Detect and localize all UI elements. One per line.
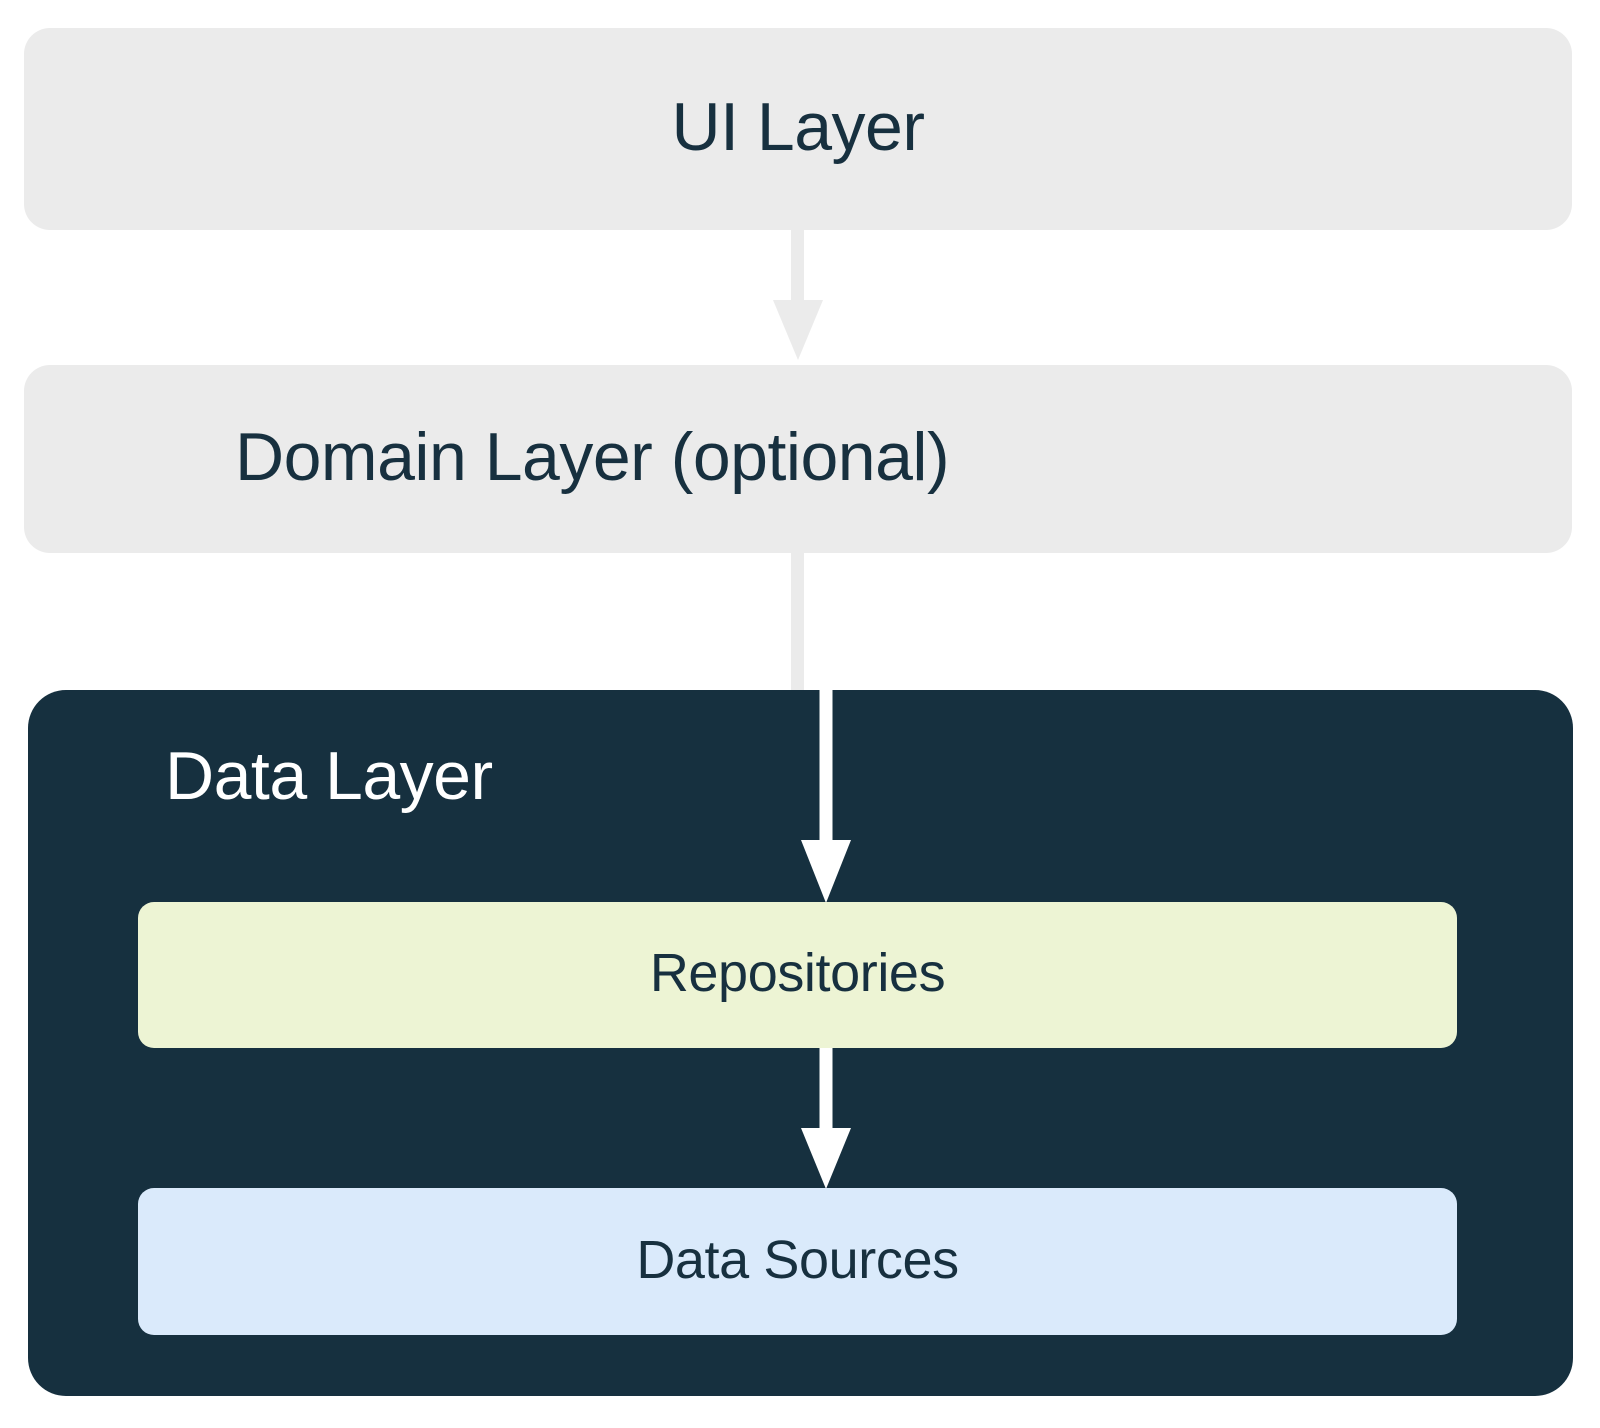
arrow-ui-layer-to-domain-layer — [772, 230, 823, 366]
arrow-stem — [791, 230, 804, 306]
arrow-head-down-icon — [772, 300, 823, 360]
data-sources-box: Data Sources — [138, 1188, 1457, 1335]
domain-layer-box: Domain Layer (optional) — [24, 365, 1572, 553]
data-layer-label: Data Layer — [165, 738, 493, 814]
data-layer-box: Data Layer Repositories Data Sources — [28, 690, 1573, 1396]
repositories-label: Repositories — [649, 943, 946, 1003]
arrow-head-down-icon — [800, 1128, 851, 1189]
arrow-head-down-icon — [800, 840, 851, 903]
ui-layer-label: UI Layer — [671, 89, 926, 165]
arrow-domain-layer-to-repositories — [791, 690, 860, 903]
arrow-repositories-to-data-sources — [791, 1048, 860, 1189]
arrow-stem — [819, 1048, 832, 1133]
arrow-stem-domain-layer-to-data-layer — [791, 553, 804, 691]
data-sources-label: Data Sources — [636, 1229, 959, 1290]
arrow-stem — [819, 690, 832, 845]
domain-layer-label: Domain Layer (optional) — [235, 419, 950, 495]
repositories-box: Repositories — [138, 902, 1457, 1048]
ui-layer-box: UI Layer — [24, 28, 1572, 230]
